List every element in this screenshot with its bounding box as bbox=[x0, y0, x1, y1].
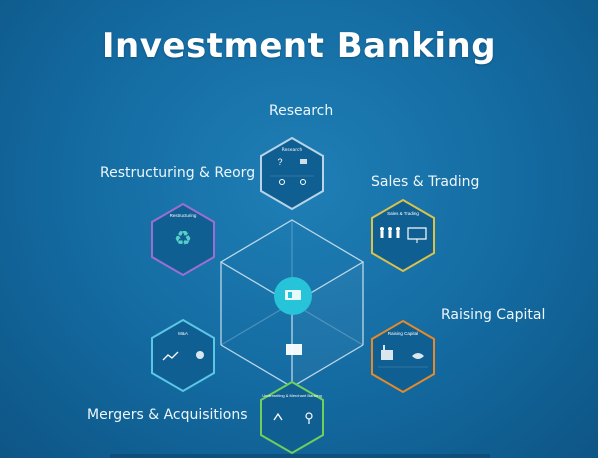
pen-icon bbox=[273, 412, 283, 421]
label-mergers: Mergers & Acquisitions bbox=[87, 407, 248, 423]
label-raising-capital: Raising Capital bbox=[441, 307, 546, 323]
hex-restructuring-heading: Restructuring bbox=[170, 213, 197, 218]
page-title: Investment Banking bbox=[101, 26, 497, 66]
cube-face-fill bbox=[292, 262, 363, 387]
hex-raising-capital-heading: Raising Capital bbox=[388, 331, 418, 336]
document-icon bbox=[286, 344, 302, 355]
bottom-edge bbox=[110, 454, 490, 458]
label-sales-trading: Sales & Trading bbox=[371, 174, 480, 190]
label-restructuring: Restructuring & Reorg bbox=[100, 165, 256, 181]
person-icon bbox=[279, 179, 285, 185]
label-research: Research bbox=[269, 103, 334, 119]
question-icon: ? bbox=[277, 157, 282, 167]
hex-sales-trading: Sales & Trading bbox=[371, 198, 435, 273]
factory-icon bbox=[381, 350, 393, 360]
hex-research: Research ? bbox=[260, 136, 324, 211]
hex-raising-capital: Raising Capital bbox=[371, 319, 435, 394]
hex-underwriting: Underwriting & Merchant Banking bbox=[260, 380, 324, 455]
hex-mergers: M&A bbox=[151, 318, 215, 393]
hex-sales-trading-heading: Sales & Trading bbox=[387, 211, 419, 216]
recycle-icon: ♻ bbox=[174, 226, 192, 250]
hex-research-heading: Research bbox=[282, 147, 303, 153]
center-hub bbox=[274, 277, 312, 315]
people-icon bbox=[380, 227, 400, 238]
globe-icon bbox=[196, 351, 204, 359]
trend-icon bbox=[162, 351, 179, 361]
chart-icon bbox=[300, 159, 307, 164]
hex-underwriting-heading: Underwriting & Merchant Banking bbox=[262, 393, 322, 398]
search-icon bbox=[300, 179, 306, 185]
hex-mergers-heading: M&A bbox=[178, 331, 188, 336]
hex-restructuring: Restructuring ♻ bbox=[151, 202, 215, 277]
handshake-icon bbox=[412, 353, 424, 359]
bank-icon bbox=[285, 290, 301, 300]
